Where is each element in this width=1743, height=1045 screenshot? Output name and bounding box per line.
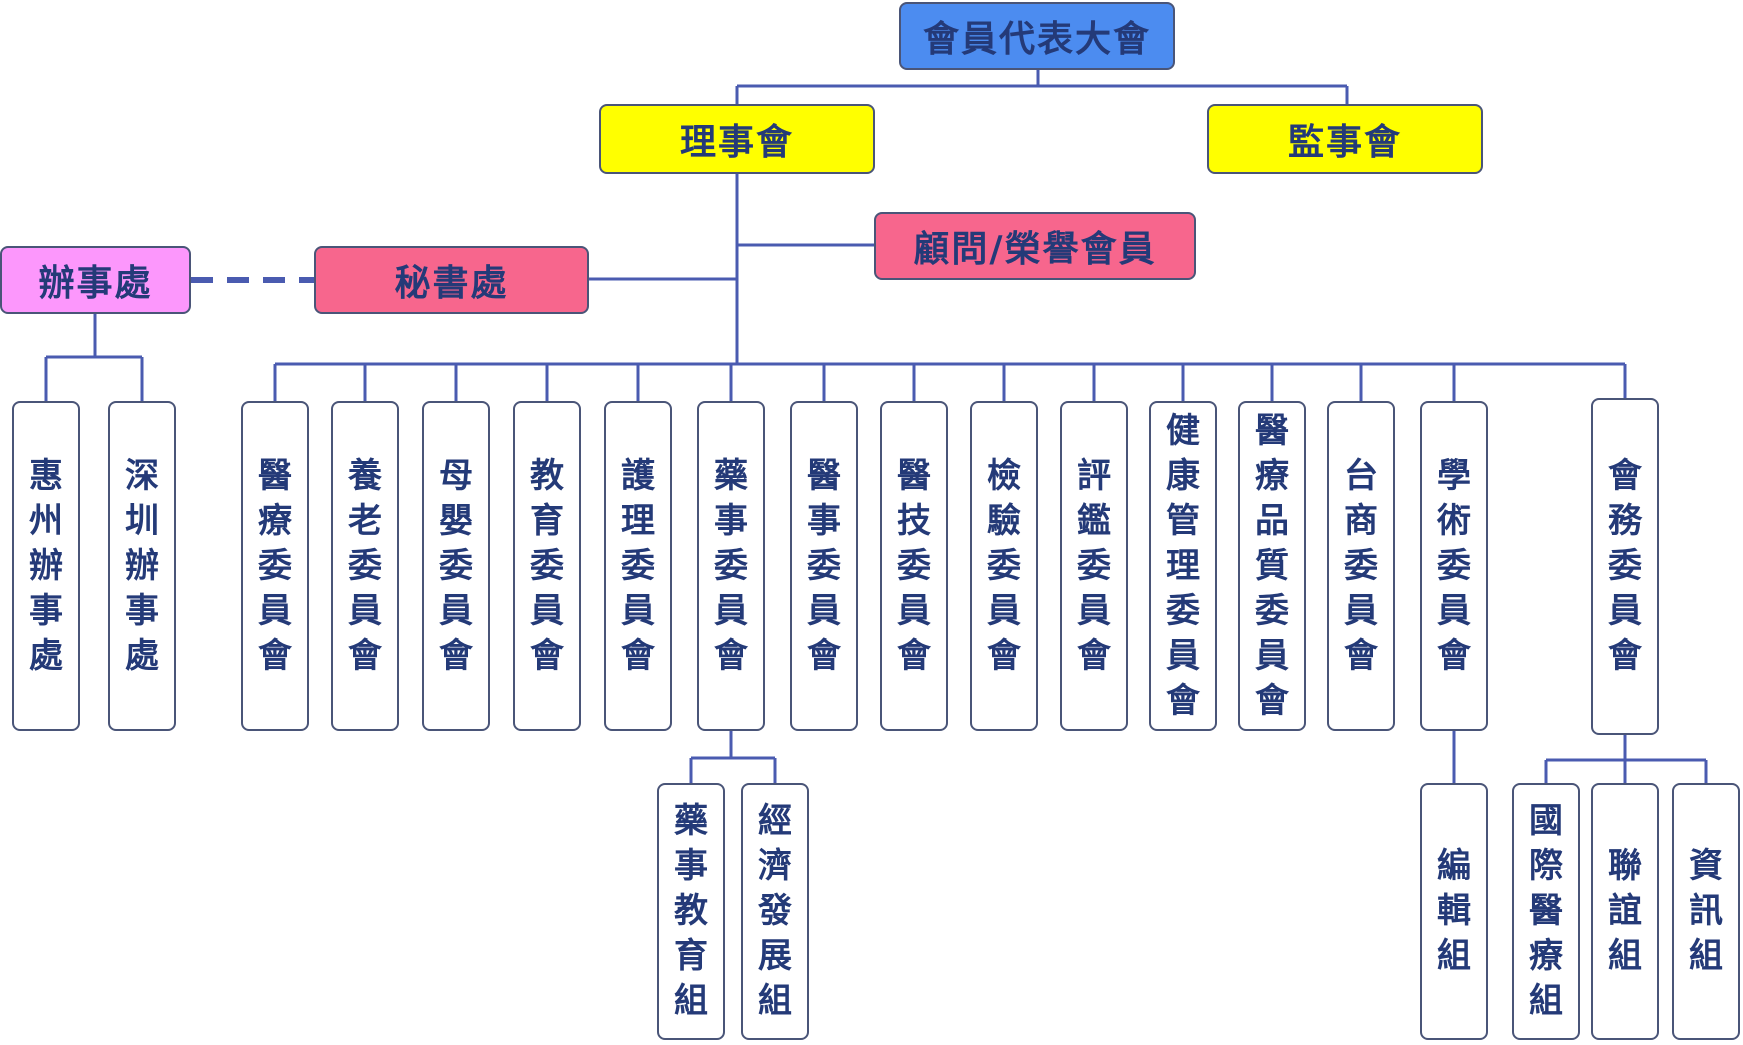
committee-box: 藥事委員會 (697, 401, 765, 731)
academic-group-box: 編輯組 (1420, 783, 1488, 1040)
pharmacy-group-box: 藥事教育組 (657, 783, 725, 1040)
committee-box: 醫事委員會 (790, 401, 858, 731)
committee-box-label: 護理委員會 (621, 455, 655, 676)
committee-box: 護理委員會 (604, 401, 672, 731)
affairs-group-box: 聯誼組 (1591, 783, 1659, 1040)
secretariat-box: 秘書處 (314, 246, 589, 314)
pharmacy-group-box-label: 藥事教育組 (674, 801, 708, 1021)
board-supervisors-box: 監事會 (1207, 104, 1483, 174)
committee-box: 會務委員會 (1591, 398, 1659, 735)
committee-box: 學術委員會 (1420, 401, 1488, 731)
committee-box-label: 教育委員會 (530, 455, 564, 676)
office-branch-box: 深圳辦事處 (108, 401, 176, 731)
committee-box-label: 檢驗委員會 (987, 455, 1021, 676)
committee-box-label: 台商委員會 (1344, 455, 1378, 676)
advisors-box: 顧問/榮譽會員 (874, 212, 1196, 280)
committee-box-label: 醫事委員會 (807, 455, 841, 676)
academic-group-box-label: 編輯組 (1437, 846, 1471, 976)
committee-box: 檢驗委員會 (970, 401, 1038, 731)
office-box: 辦事處 (0, 246, 191, 314)
office-branch-box-label: 惠州辦事處 (29, 455, 63, 676)
office-branch-box-label: 深圳辦事處 (125, 455, 159, 676)
committee-box: 教育委員會 (513, 401, 581, 731)
office-branch-box: 惠州辦事處 (12, 401, 80, 731)
committee-box-label: 養老委員會 (348, 455, 382, 676)
assembly-box: 會員代表大會 (899, 2, 1175, 70)
affairs-group-box-label: 聯誼組 (1608, 846, 1642, 976)
committee-box: 養老委員會 (331, 401, 399, 731)
committee-box: 醫療品質委員會 (1238, 401, 1306, 731)
committee-box-label: 學術委員會 (1437, 455, 1471, 676)
committee-box-label: 醫療委員會 (258, 455, 292, 676)
committee-box: 台商委員會 (1327, 401, 1395, 731)
committee-box-label: 健康管理委員會 (1166, 410, 1200, 721)
committee-box-label: 母嬰委員會 (439, 455, 473, 676)
committee-box-label: 醫療品質委員會 (1255, 410, 1289, 721)
committee-box-label: 會務委員會 (1608, 456, 1642, 676)
committee-box: 醫療委員會 (241, 401, 309, 731)
committee-box-label: 醫技委員會 (897, 455, 931, 676)
committee-box: 健康管理委員會 (1149, 401, 1217, 731)
committee-box: 醫技委員會 (880, 401, 948, 731)
affairs-group-box-label: 資訊組 (1689, 846, 1723, 976)
board-directors-box: 理事會 (599, 104, 875, 174)
pharmacy-group-box-label: 經濟發展組 (758, 801, 792, 1021)
committee-box: 母嬰委員會 (422, 401, 490, 731)
committee-box-label: 藥事委員會 (714, 455, 748, 676)
committee-box: 評鑑委員會 (1060, 401, 1128, 731)
affairs-group-box-label: 國際醫療組 (1529, 801, 1563, 1021)
pharmacy-group-box: 經濟發展組 (741, 783, 809, 1040)
affairs-group-box: 國際醫療組 (1512, 783, 1580, 1040)
committee-box-label: 評鑑委員會 (1077, 455, 1111, 676)
affairs-group-box: 資訊組 (1672, 783, 1740, 1040)
